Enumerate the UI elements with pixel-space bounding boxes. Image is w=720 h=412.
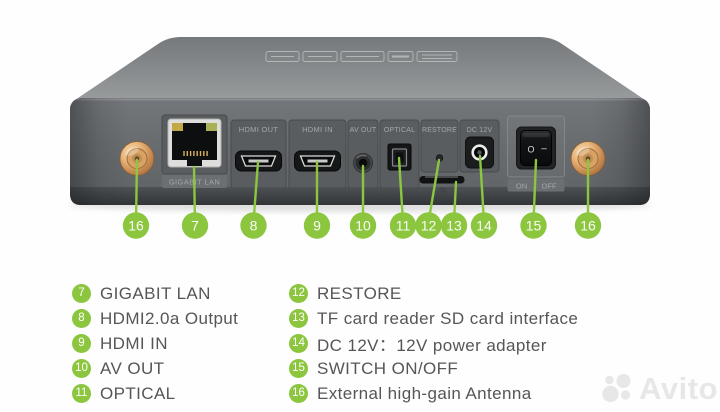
dc-12v-label: DC 12V (467, 127, 493, 134)
callout-number: 14 (476, 217, 492, 233)
legend-item-label: DC 12V：12V power adapter (317, 336, 547, 355)
callout-circles: 16 7 8 9 10 11 12 13 14 15 16 (122, 212, 602, 239)
antenna-connector-left (119, 141, 155, 176)
legend-item-label: GIGABIT LAN (100, 283, 211, 303)
callout-number: 10 (355, 217, 371, 233)
callout-number: 7 (191, 217, 199, 233)
callout-circle-8 (240, 212, 267, 239)
legend-number-badge: 14 (289, 334, 308, 353)
callout-number: 8 (250, 217, 258, 233)
rocker-on-mark: – (541, 144, 547, 155)
optical-label: OPTICAL (384, 127, 415, 134)
legend-number-badge: 16 (289, 384, 308, 403)
legend-item-label: HDMI IN (100, 333, 168, 353)
lan-led-left (172, 123, 183, 131)
rocker-off-mark: O (527, 145, 534, 155)
legend-number-badge: 15 (289, 359, 308, 378)
av-out-port: AV OUT (347, 119, 379, 189)
legend-item-12: 12 RESTORE (289, 281, 578, 306)
av-out-label: AV OUT (350, 127, 377, 134)
legend-number-badge: 11 (72, 384, 91, 403)
callout-circle-15 (520, 212, 547, 239)
legend-column-left: 7 GIGABIT LAN 8 HDMI2.0a Output 9 HDMI IN 10 AV… (72, 281, 238, 406)
legend-item-13: 13 TF card reader SD card interface (289, 306, 578, 331)
legend-item-8: 8 HDMI2.0a Output (72, 306, 238, 331)
legend-number-badge: 13 (289, 309, 308, 328)
legend-item-11: 11 OPTICAL (72, 381, 238, 406)
callout-number: 9 (313, 217, 321, 233)
avito-logo-icon (602, 374, 631, 403)
optical-port: OPTICAL (379, 119, 420, 189)
legend-item-7: 7 GIGABIT LAN (72, 281, 238, 306)
legend-item-label: OPTICAL (100, 383, 176, 403)
callout-circle-16 (574, 212, 602, 239)
dc-12v-jack: DC 12V (459, 119, 500, 173)
legend-number-badge: 12 (289, 284, 308, 303)
callout-number: 16 (128, 217, 144, 233)
switch-off-label: OFF (542, 182, 557, 191)
legend-item-label: SWITCH ON/OFF (317, 358, 459, 378)
callout-number: 15 (526, 217, 542, 233)
avito-watermark: Avito (600, 370, 718, 406)
legend-item-10: 10 AV OUT (72, 356, 238, 381)
callout-circle-16 (122, 212, 150, 239)
hdmi-in-label: HDMI IN (302, 125, 333, 134)
legend-number-badge: 8 (72, 309, 91, 328)
legend-item-label: AV OUT (100, 358, 165, 378)
watermark-text: Avito (639, 370, 718, 406)
legend-number-badge: 10 (72, 359, 91, 378)
callout-circle-7 (181, 212, 209, 239)
restore-label: RESTORE (422, 127, 457, 134)
lan-led-right (206, 123, 217, 131)
hdmi-out-label: HDMI OUT (239, 125, 279, 134)
hdmi-out-port: HDMI OUT (230, 119, 287, 189)
callout-number: 11 (396, 217, 411, 233)
callout-number: 12 (421, 217, 437, 233)
callout-circle-10 (349, 212, 377, 239)
callout-circle-14 (470, 212, 498, 239)
legend-number-badge: 9 (72, 334, 91, 353)
legend-item-label: HDMI2.0a Output (100, 308, 239, 328)
callout-circle-11 (389, 212, 417, 239)
legend-item-label: RESTORE (317, 283, 402, 303)
legend-number-badge: 7 (72, 284, 91, 303)
switch-on-label: ON (516, 182, 527, 191)
device-top-face (75, 37, 645, 100)
legend-item-label: TF card reader SD card interface (317, 308, 579, 328)
legend-item-16: 16 External high-gain Antenna (289, 381, 578, 406)
callout-number: 16 (580, 217, 596, 233)
callout-circle-12 (415, 212, 442, 239)
certification-logos (265, 51, 458, 62)
restore-button: RESTORE (420, 119, 459, 173)
legend-item-15: 15 SWITCH ON/OFF (289, 356, 578, 381)
legend-item-14: 14 DC 12V：12V power adapter (289, 331, 578, 356)
legend-item-9: 9 HDMI IN (72, 331, 238, 356)
callout-number: 13 (446, 217, 462, 233)
callout-circle-9 (303, 212, 331, 239)
legend-column-right: 12 RESTORE 13 TF card reader SD card interf… (289, 281, 578, 406)
tf-card-slot (419, 176, 465, 194)
legend-item-label: External high-gain Antenna (317, 383, 532, 403)
callout-circle-13 (440, 212, 468, 239)
sd-card-icon (440, 187, 446, 194)
